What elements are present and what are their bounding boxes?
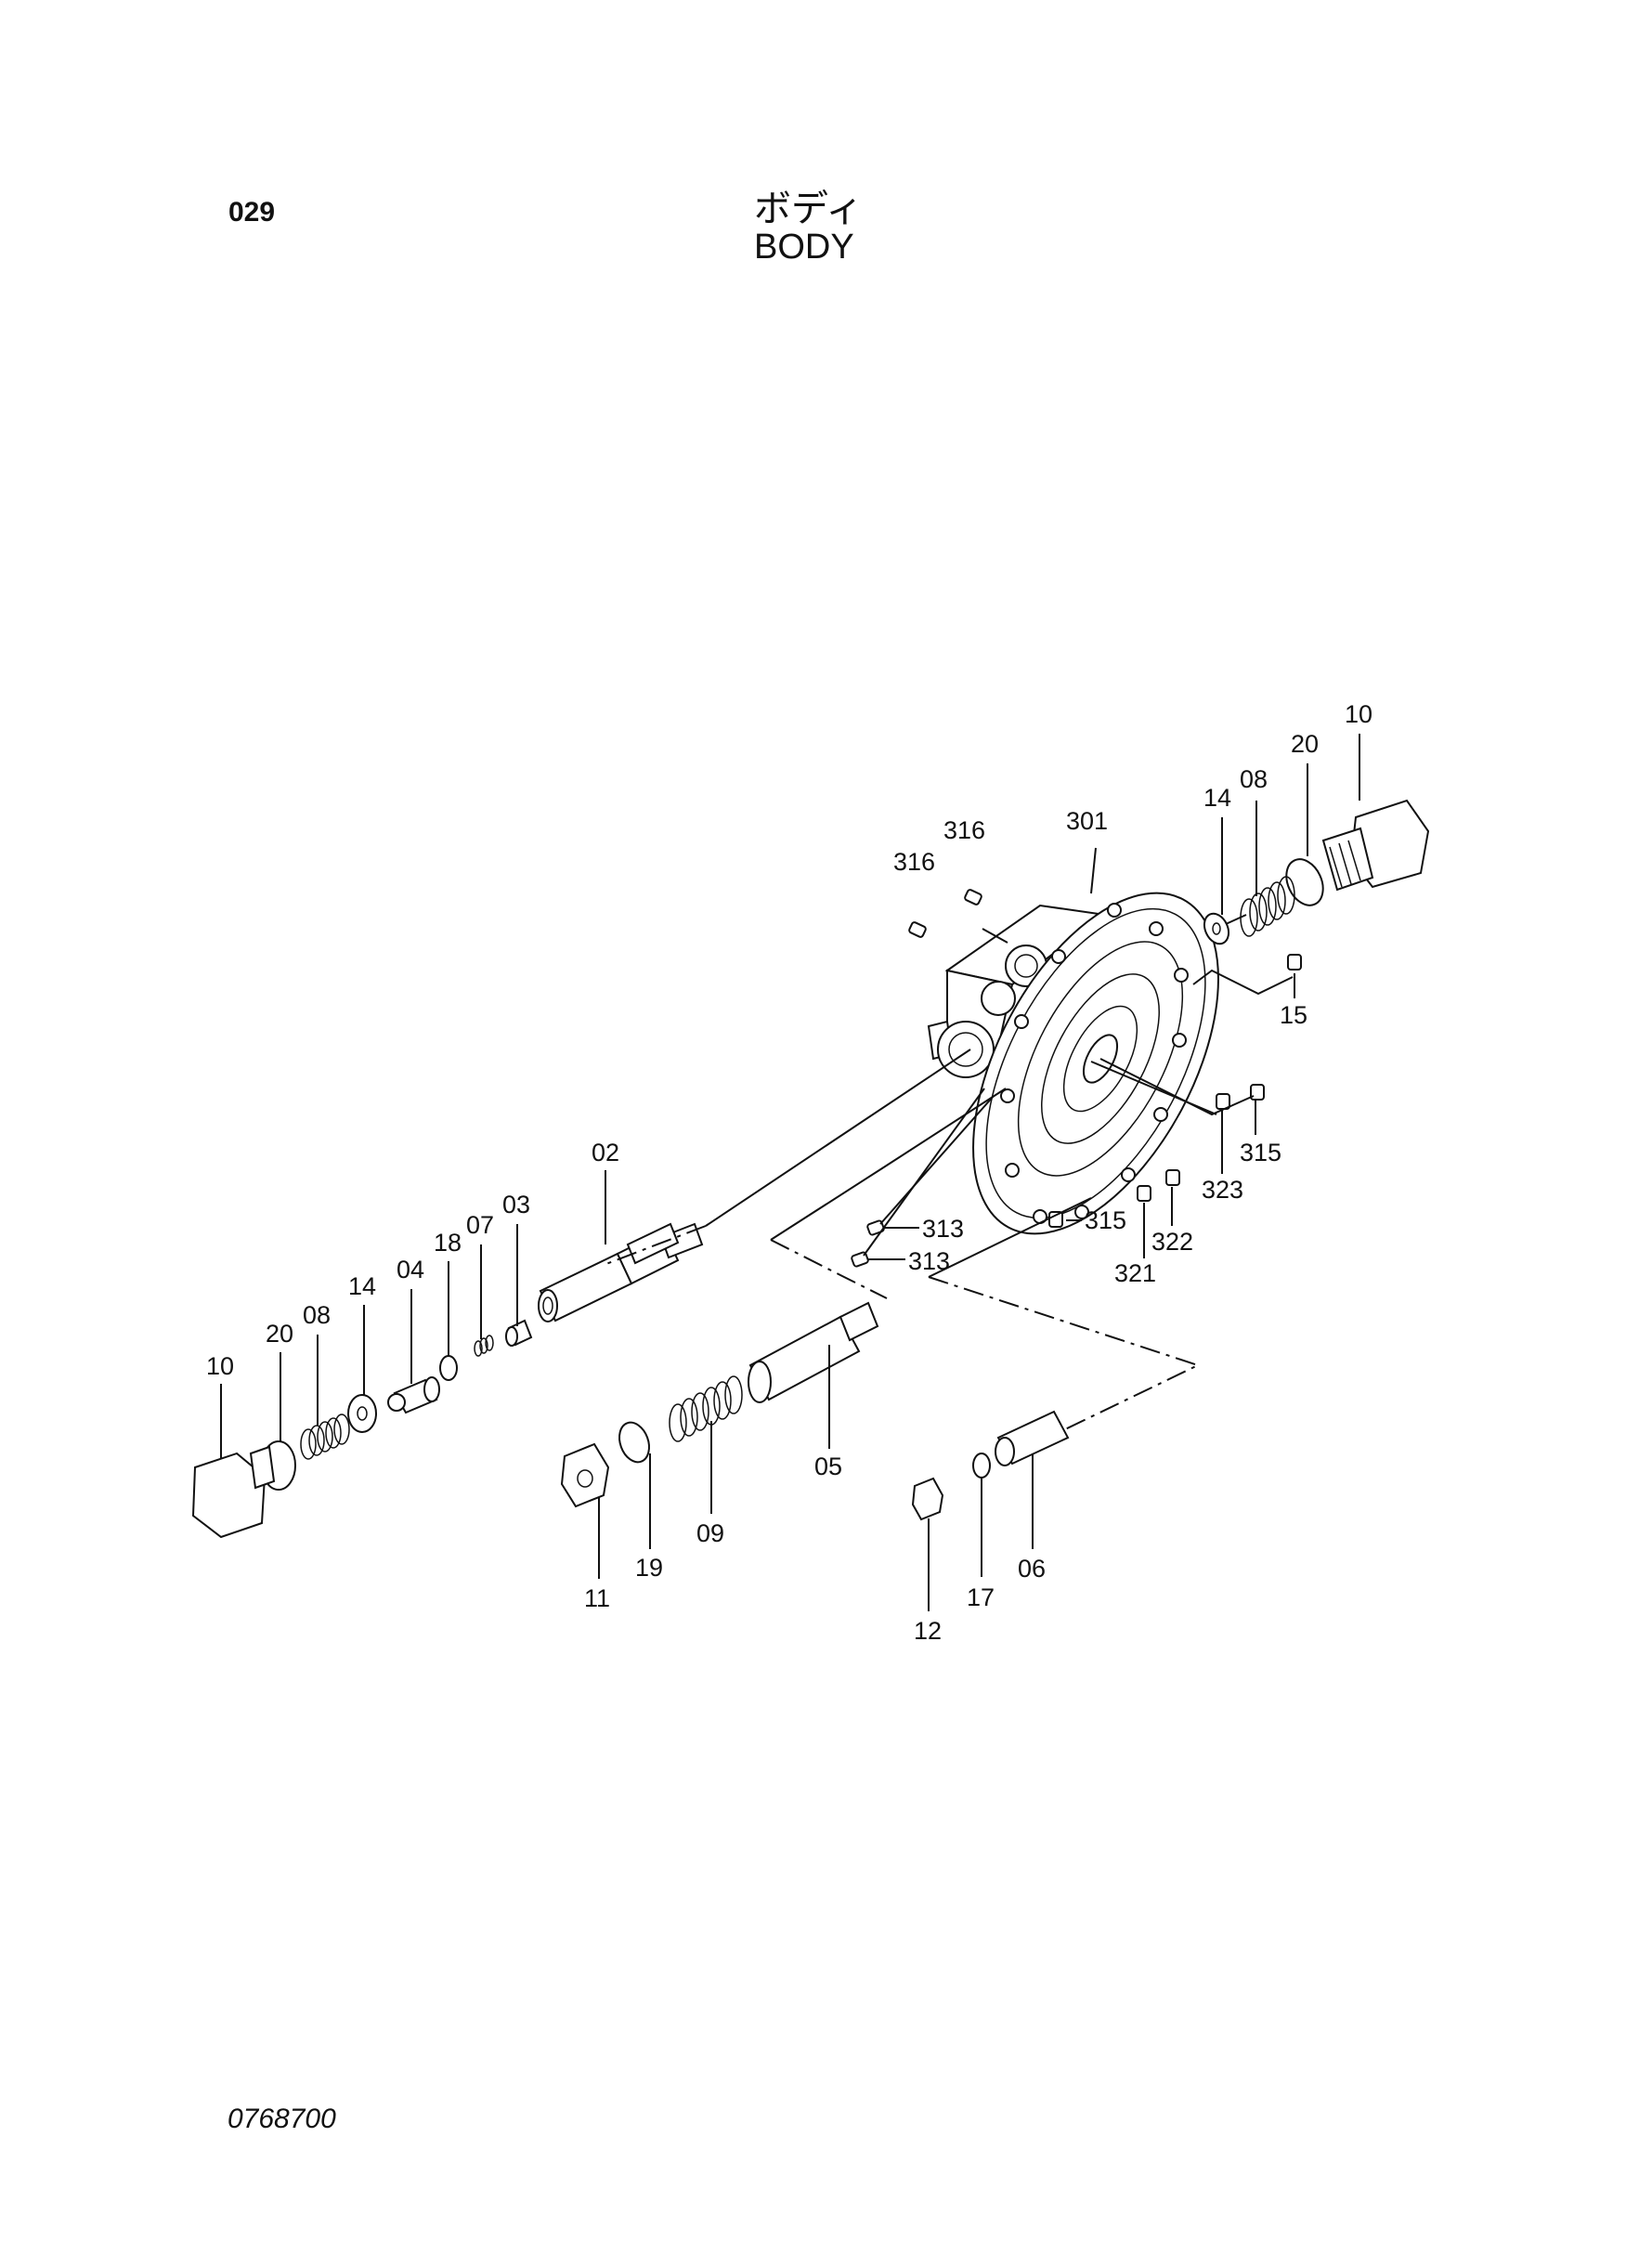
sleeve-02b	[626, 1222, 680, 1265]
spring-08-right	[1240, 876, 1295, 937]
plug-12	[911, 1477, 944, 1521]
washer-14-left	[347, 1394, 377, 1433]
callout-05: 05	[814, 1453, 842, 1480]
plug-315-bottom	[1048, 1211, 1063, 1228]
o-ring-20-right	[1285, 858, 1324, 906]
plunger-03	[505, 1319, 533, 1347]
callout-17: 17	[967, 1583, 995, 1611]
callout-315-a: 315	[1240, 1139, 1281, 1166]
callout-316-a: 316	[943, 816, 985, 844]
callout-08-right: 08	[1240, 765, 1268, 793]
plug-322	[1165, 1169, 1180, 1186]
piston-06	[995, 1410, 1070, 1466]
callout-323: 323	[1202, 1176, 1243, 1204]
plug-313-lower	[851, 1251, 869, 1268]
plug-321	[1137, 1185, 1151, 1202]
callout-322: 322	[1151, 1228, 1193, 1256]
callout-20-left: 20	[266, 1320, 293, 1348]
callout-20-right: 20	[1291, 730, 1319, 758]
plug-316-upper	[964, 889, 982, 905]
callout-11: 11	[584, 1584, 610, 1612]
callout-313-b: 313	[908, 1247, 950, 1275]
callout-15: 15	[1280, 1001, 1307, 1029]
callout-08-left: 08	[303, 1301, 331, 1329]
callout-03: 03	[502, 1191, 530, 1218]
callout-06: 06	[1018, 1555, 1046, 1583]
callout-02: 02	[592, 1139, 619, 1166]
spring-09	[669, 1375, 743, 1442]
o-ring-19	[618, 1421, 650, 1464]
callout-316-b: 316	[893, 848, 935, 876]
o-ring-18	[439, 1355, 458, 1381]
poppet-04	[387, 1376, 440, 1414]
title-japanese: ボディ	[754, 188, 864, 230]
callout-14-right: 14	[1203, 784, 1231, 812]
page-number: 029	[228, 197, 276, 228]
title-english: BODY	[754, 228, 854, 267]
callout-315-b: 315	[1085, 1206, 1126, 1234]
spring-08-left	[300, 1414, 350, 1460]
callout-12: 12	[914, 1617, 942, 1645]
plug-313-upper	[866, 1219, 885, 1236]
callout-321: 321	[1114, 1259, 1156, 1287]
plug-10-right	[1321, 799, 1430, 892]
callout-10-right: 10	[1345, 700, 1372, 728]
plug-11	[560, 1442, 610, 1508]
callout-14-left: 14	[348, 1272, 376, 1300]
spool-05	[748, 1301, 879, 1403]
callout-04: 04	[397, 1256, 424, 1283]
callout-07: 07	[466, 1211, 494, 1239]
plug-15	[1287, 954, 1302, 971]
valve-spool-02	[538, 1222, 704, 1322]
o-ring-17	[972, 1453, 991, 1479]
callout-19: 19	[635, 1554, 663, 1582]
callout-09: 09	[696, 1519, 724, 1547]
callout-10-left: 10	[206, 1352, 234, 1380]
callout-18: 18	[434, 1229, 462, 1257]
plug-316-lower	[908, 921, 927, 938]
plug-315-right	[1250, 1084, 1265, 1101]
spring-07	[474, 1335, 494, 1357]
drawing-code: 0768700	[228, 2104, 336, 2134]
callout-313-a: 313	[922, 1215, 964, 1243]
plug-10-left	[191, 1445, 276, 1539]
callout-301: 301	[1066, 807, 1108, 835]
